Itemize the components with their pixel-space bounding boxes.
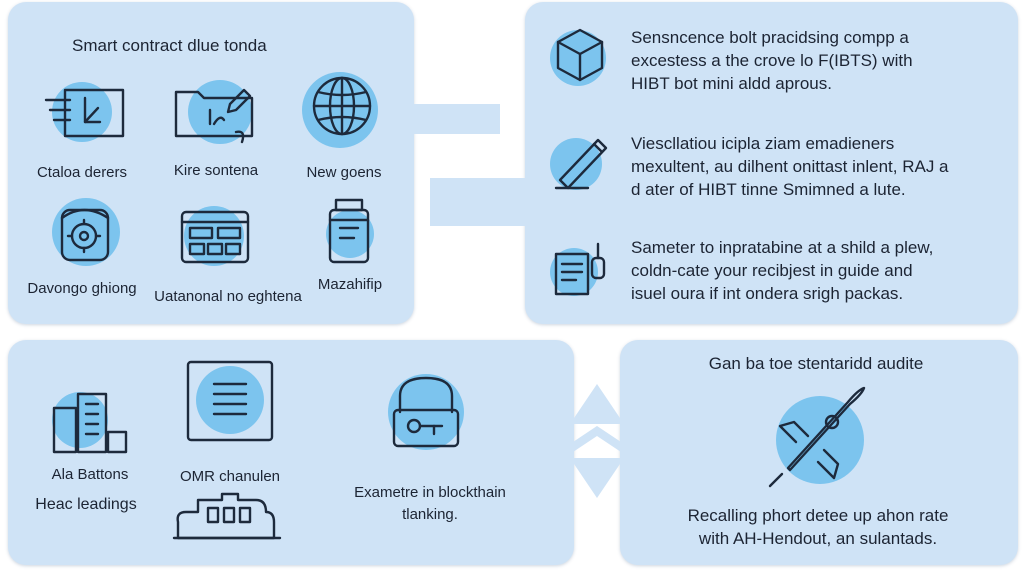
item-label-ctaloa: Ctaloa derers (36, 164, 128, 181)
smart-contract-title: Smart contract dlue tonda (72, 36, 267, 55)
chart-document-icon (44, 82, 125, 142)
cube-icon (550, 28, 606, 86)
edit-folder-icon (174, 80, 254, 144)
item-label-new-goens: New goens (306, 164, 382, 181)
document-tool-icon (550, 242, 606, 296)
item-label-exametre: Exametre in blockthain tlanking. (354, 484, 506, 523)
audit-title: Gan ba toe stentaridd audite (708, 354, 924, 373)
item-label-kire: Kire sontena (173, 162, 259, 179)
item-label-heac-leadings: Heac leadings (35, 496, 137, 513)
server-battery-icon (52, 392, 128, 454)
shield-gear-icon (52, 198, 120, 266)
factory-icon (172, 492, 282, 540)
padlock-key-icon (388, 374, 464, 450)
description-paragraph-2: Viescllatiou icipla ziam emadieners mexu… (631, 134, 949, 199)
description-paragraph-3: Sameter to inpratabine at a shild a plew… (631, 238, 934, 303)
connector-top-lower (430, 178, 530, 226)
panel-descriptions (525, 2, 1018, 324)
connector-bottom-chevrons (570, 384, 624, 498)
connector-top-upper (410, 104, 500, 134)
device-icon (326, 198, 374, 264)
grid-panel-icon (180, 206, 250, 266)
panel-smart-contract (8, 2, 414, 324)
item-label-ala-battons: Ala Battons (51, 466, 129, 483)
monitor-doc-icon (186, 360, 274, 442)
description-paragraph-1: Sensncence bolt pracidsing compp a exces… (631, 28, 913, 93)
pen-icon (550, 138, 608, 190)
audit-description: Recalling phort detee up ahon rate with … (687, 506, 949, 548)
item-label-davongo: Davongo ghiong (27, 280, 137, 297)
rocket-icon (768, 386, 866, 488)
globe-icon (302, 72, 378, 148)
item-label-omr-chanulen: OMR chanulen (179, 468, 281, 485)
item-label-uatanonal: Uatanonal no eghtena (154, 288, 302, 305)
item-label-mazahifip: Mazahifip (317, 276, 383, 293)
